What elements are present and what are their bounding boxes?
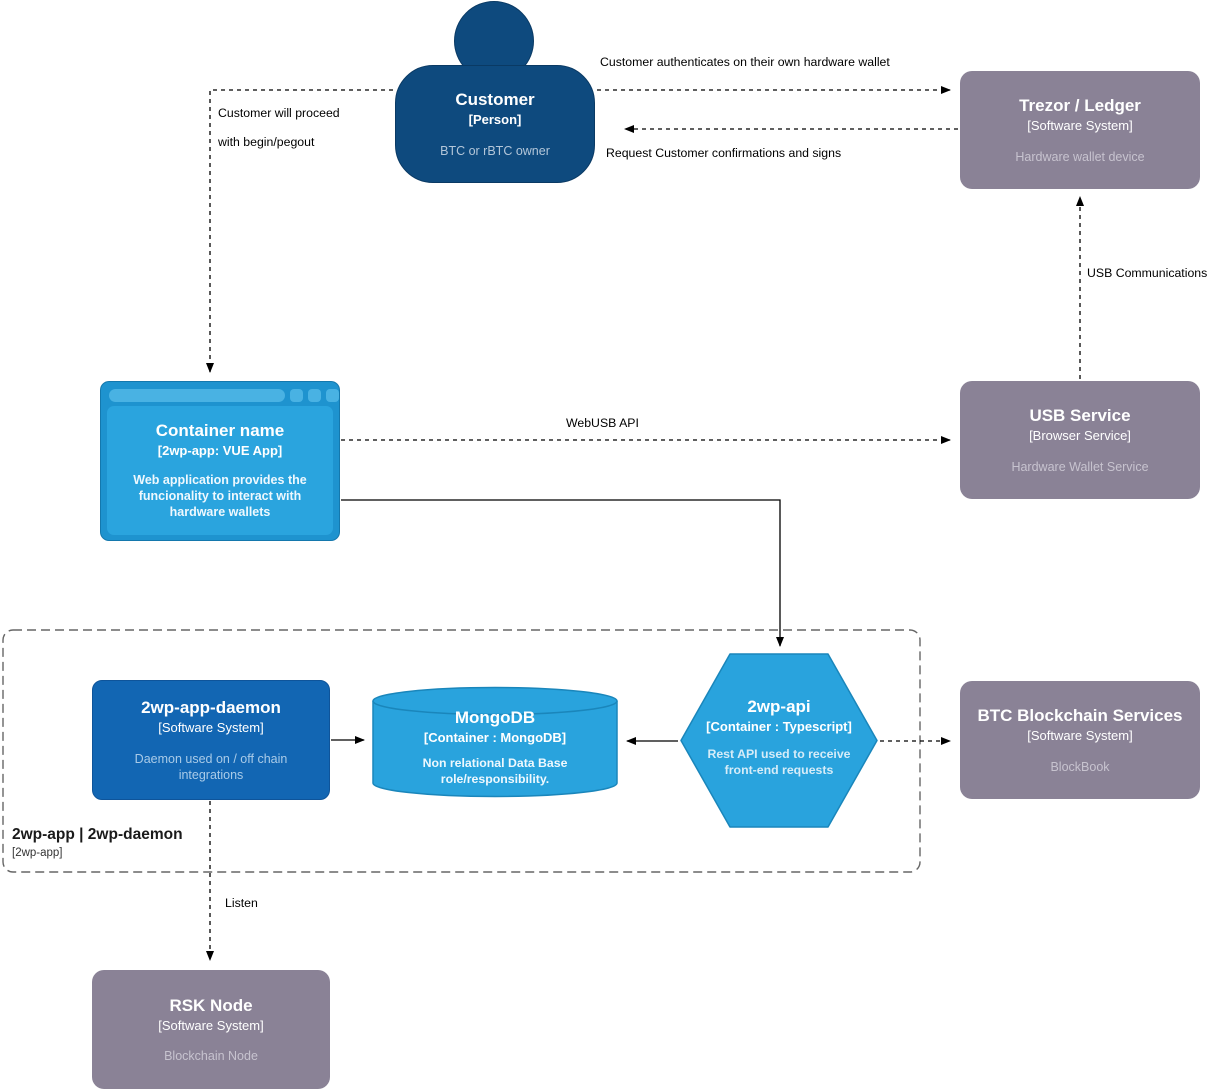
node-title: 2wp-app-daemon [141,698,281,717]
node-description: Web application provides the funcionalit… [133,472,307,520]
node-title: Customer [455,90,535,110]
node-description: BlockBook [1050,759,1110,774]
edge-label-proceed-line2: with begin/pegout [218,135,315,149]
node-2wp-api: 2wp-api [Container : Typescript] Rest AP… [680,653,878,828]
node-rsk-node: RSK Node [Software System] Blockchain No… [92,970,330,1089]
edge-label-request-confirmations: Request Customer confirmations and signs [606,146,842,160]
boundary-type: [2wp-app] [12,847,63,859]
browser-window-button-icon [290,389,303,402]
node-type: [Container : Typescript] [706,719,852,734]
node-trezor-ledger: Trezor / Ledger [Software System] Hardwa… [960,71,1200,189]
node-btc-blockchain-services: BTC Blockchain Services [Software System… [960,681,1200,799]
node-type: [Software System] [1027,118,1133,134]
node-type: [Container : MongoDB] [423,730,567,745]
edge-label-webusb-api: WebUSB API [566,416,639,430]
node-type: [Person] [468,112,522,128]
node-description: BTC or rBTC owner [440,143,550,158]
node-description: Daemon used on / off chain integrations [134,751,288,782]
edge-label-proceed-line1: Customer will proceed [218,106,340,120]
edge-webapp-to-api [341,499,784,647]
node-description: Non relational Data Base role/responsibi… [422,756,568,786]
node-title: Container name [155,420,285,440]
node-type: [Browser Service] [1029,428,1131,444]
node-title: Trezor / Ledger [1019,96,1141,116]
node-type: [Software System] [1027,728,1133,744]
node-usb-service: USB Service [Browser Service] Hardware W… [960,381,1200,499]
browser-window-button-icon [326,389,339,402]
node-title: 2wp-api [747,697,811,716]
node-type: [2wp-app: VUE App] [157,442,283,458]
node-customer: Customer [Person] BTC or rBTC owner [395,65,595,183]
edge-label-usb-communications: USB Communications [1087,266,1208,280]
edge-label-authenticate: Customer authenticates on their own hard… [600,55,890,69]
edge-proceed [206,89,393,373]
node-mongodb: MongoDB [Container : MongoDB] Non relati… [372,686,618,798]
browser-content: Container name [2wp-app: VUE App] Web ap… [107,406,333,535]
node-description: Hardware wallet device [1015,149,1145,164]
node-description: Hardware Wallet Service [1011,459,1149,474]
node-2wp-app-daemon: 2wp-app-daemon [Software System] Daemon … [92,680,330,800]
node-title: USB Service [1029,406,1131,426]
node-title: MongoDB [454,708,536,727]
node-description: Blockchain Node [164,1049,258,1064]
node-web-app: Container name [2wp-app: VUE App] Web ap… [100,381,340,541]
node-title: BTC Blockchain Services [977,706,1183,726]
browser-address-bar-icon [109,389,285,402]
node-title: RSK Node [169,995,253,1015]
edge-label-listen: Listen [225,896,258,910]
boundary-title: 2wp-app | 2wp-daemon [12,826,183,843]
node-type: [Software System] [158,1017,264,1033]
node-type: [Software System] [158,720,264,736]
node-description: Rest API used to receive front-end reque… [707,747,851,777]
browser-window-button-icon [308,389,321,402]
